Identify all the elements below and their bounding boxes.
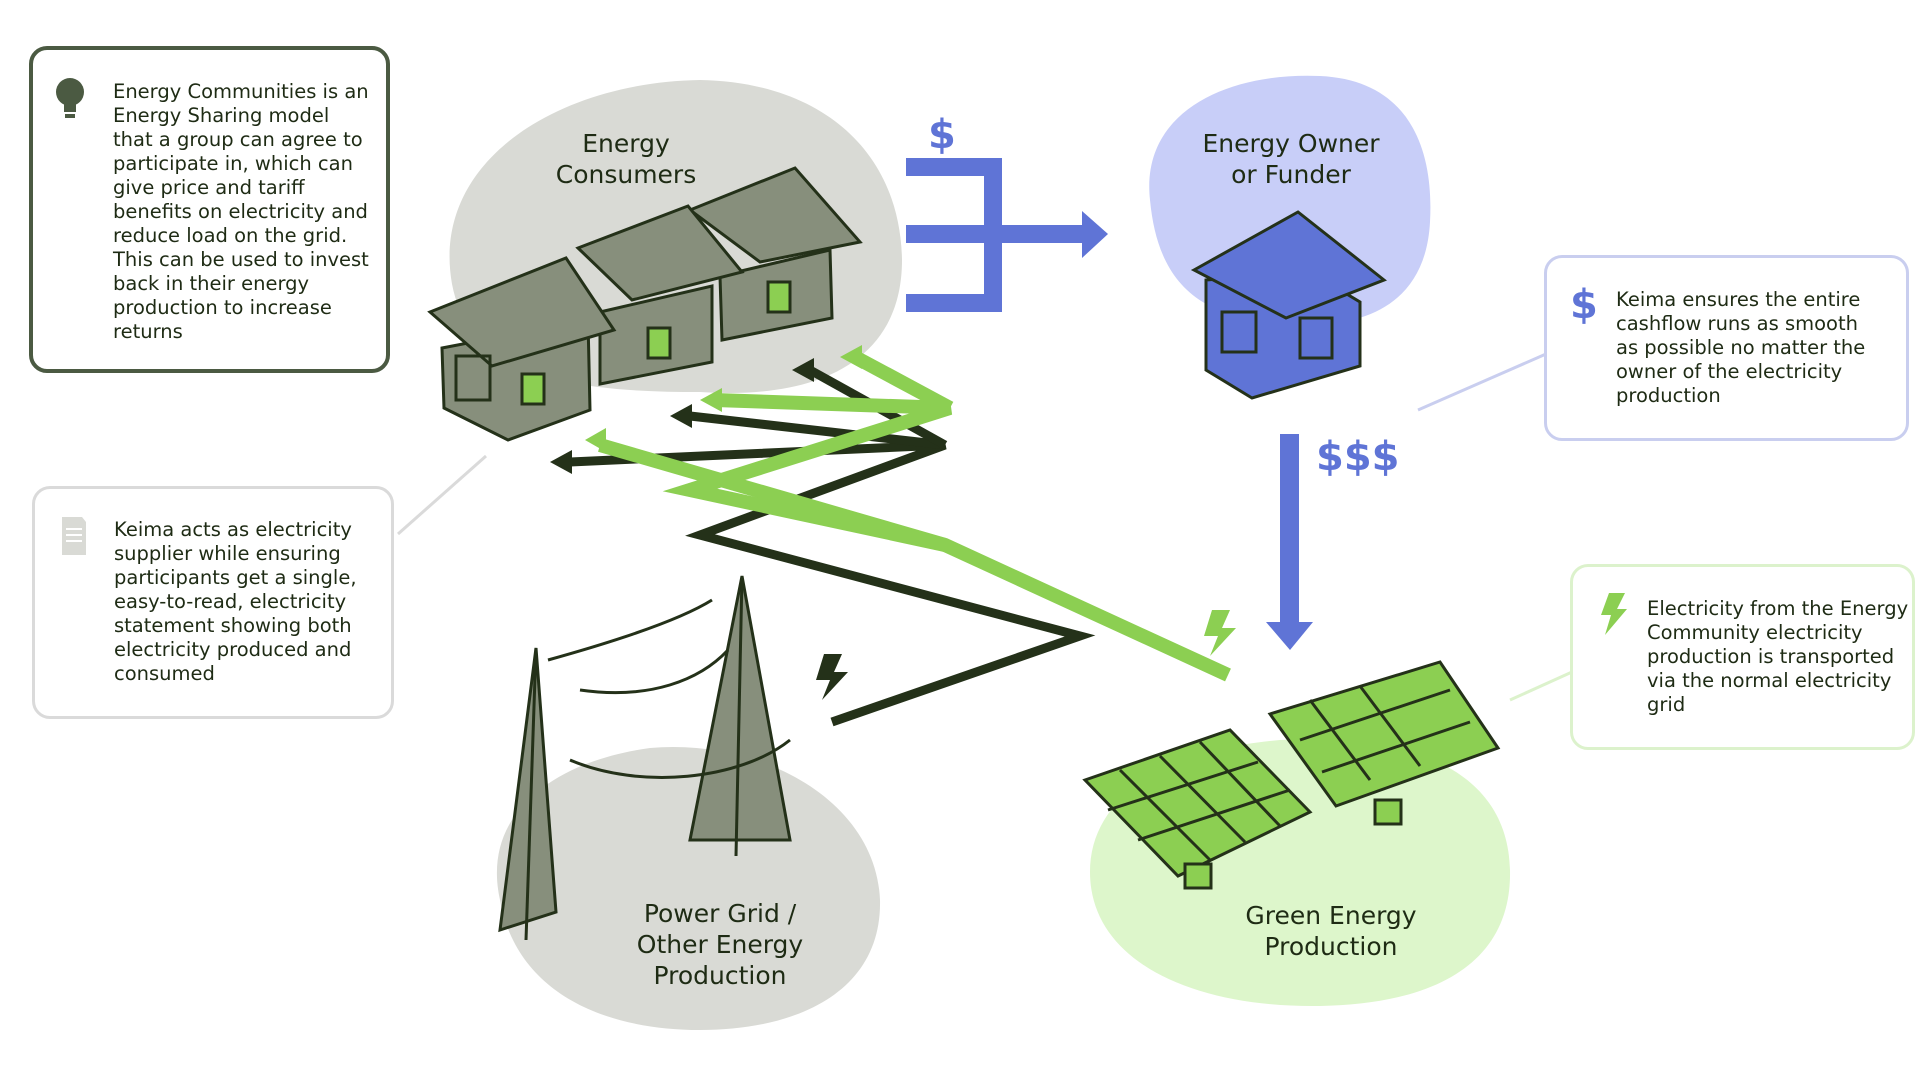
cashflow-text: Keima ensures the entire cashflow runs a… bbox=[1616, 288, 1866, 407]
payment-down-arrow bbox=[1266, 434, 1313, 650]
green-arrowhead bbox=[700, 388, 722, 412]
cashflow-info-card: $ Keima ensures the entire cashflow runs… bbox=[1544, 255, 1909, 441]
statement-info-card: Keima acts as electricity supplier while… bbox=[32, 486, 394, 719]
payment-fork-arrow bbox=[906, 158, 1108, 312]
lightning-icon bbox=[816, 654, 848, 700]
grid-arrowhead bbox=[550, 450, 572, 474]
lightning-icon bbox=[1601, 593, 1627, 635]
statement-text: Keima acts as electricity supplier while… bbox=[114, 518, 357, 685]
lightning-icon bbox=[1204, 610, 1236, 656]
grid-connector-line bbox=[1509, 670, 1573, 702]
consumer-houses bbox=[427, 166, 863, 442]
cashflow-connector-line bbox=[1417, 352, 1547, 412]
grid-arrowhead bbox=[670, 404, 692, 428]
owner-house bbox=[1190, 210, 1387, 400]
payment-label-large: $$$ bbox=[1316, 434, 1400, 480]
intro-info-card: Energy Communities is an Energy Sharing … bbox=[29, 46, 390, 373]
dollar-icon: $ bbox=[1570, 282, 1598, 326]
green-arrowhead bbox=[840, 345, 862, 369]
lightbulb-icon bbox=[56, 78, 84, 118]
power-towers bbox=[498, 575, 792, 941]
grid-arrowhead bbox=[792, 358, 814, 382]
grid-info-card: Electricity from the Energy Community el… bbox=[1570, 564, 1915, 750]
svg-text:$: $ bbox=[1570, 282, 1598, 326]
green-power-arrows bbox=[598, 350, 1231, 682]
statement-connector-line bbox=[397, 454, 487, 536]
solar-panels bbox=[1082, 660, 1501, 890]
intro-text: Energy Communities is an Energy Sharing … bbox=[113, 80, 369, 343]
document-icon bbox=[62, 517, 86, 555]
payment-label: $ bbox=[928, 112, 956, 158]
grid-text: Electricity from the Energy Community el… bbox=[1647, 597, 1909, 716]
green-arrowhead bbox=[585, 428, 606, 452]
